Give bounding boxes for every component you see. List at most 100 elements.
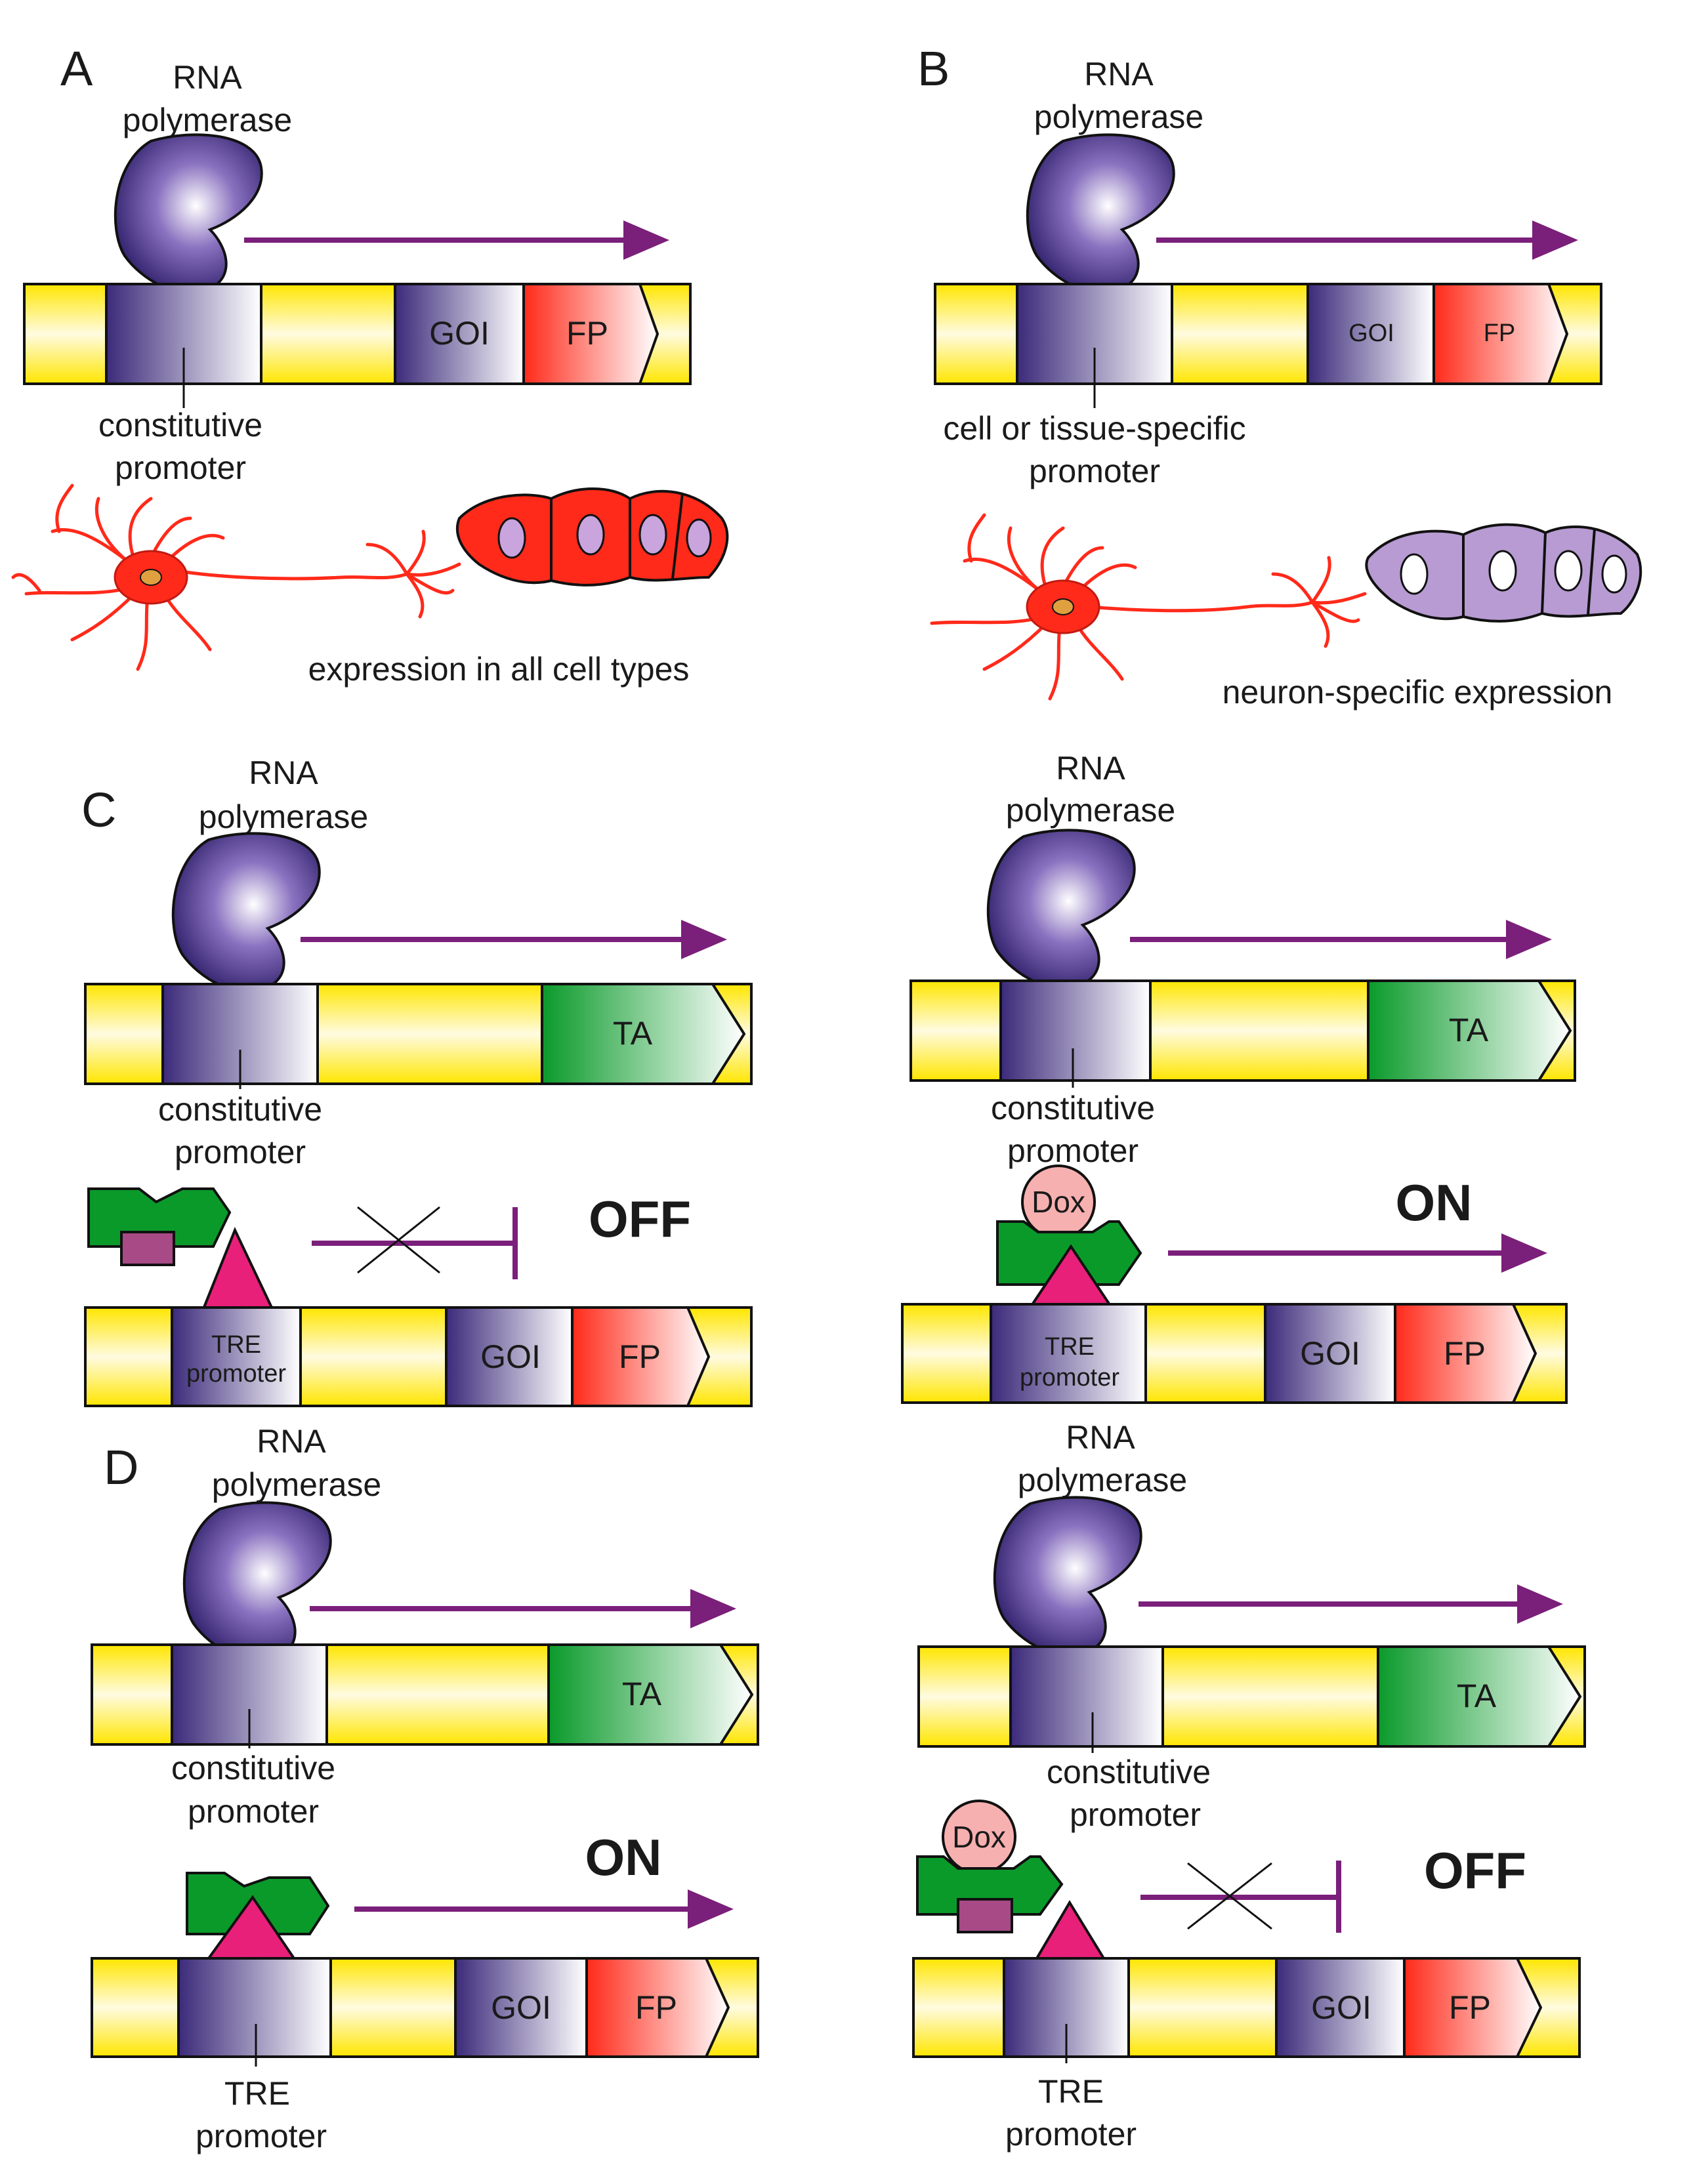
transcription-arrowhead — [1501, 1233, 1547, 1273]
fp-label: FP — [1484, 319, 1516, 347]
promoter-label: promoter — [175, 1134, 306, 1170]
fp-block — [585, 1957, 730, 2058]
goi-block — [1275, 1957, 1406, 2058]
rna-polymerase-label: polymerase — [212, 1466, 381, 1503]
tre-promoter-label: promoter — [196, 2118, 327, 2154]
tre-promoter-block — [990, 1303, 1147, 1404]
fp-block — [571, 1306, 711, 1407]
ta-block — [1367, 979, 1572, 1082]
fp-label: FP — [619, 1338, 661, 1375]
ta-block — [547, 1643, 754, 1746]
transcription-arrowhead — [1532, 220, 1578, 260]
promoter-label: promoter — [1029, 453, 1160, 489]
fp-label: FP — [635, 1989, 677, 2026]
blocked-cross — [1187, 1862, 1272, 1930]
goi-block — [1306, 283, 1435, 385]
promoter-label: promoter — [1007, 1132, 1139, 1169]
panel-a-letter: A — [60, 41, 93, 96]
rna-polymerase-shape — [986, 829, 1136, 989]
fp-block — [1394, 1303, 1537, 1404]
promoter-label: constitutive — [171, 1750, 335, 1786]
rna-polymerase-label: polymerase — [1018, 1462, 1187, 1498]
expression-caption: expression in all cell types — [308, 651, 690, 688]
promoter-label: promoter — [1070, 1796, 1201, 1833]
expression-caption: neuron-specific expression — [1223, 674, 1613, 711]
rna-polymerase-shape — [1026, 133, 1175, 294]
rna-polymerase-label: polymerase — [123, 102, 292, 138]
rna-polymerase-shape — [171, 832, 321, 993]
ta-construct: TA — [917, 1645, 1586, 1748]
dox-label: Dox — [952, 1820, 1006, 1854]
goi-label: GOI — [1348, 319, 1394, 347]
fp-block — [1432, 283, 1569, 385]
rna-polymerase-label: RNA — [1084, 56, 1154, 93]
goi-label: GOI — [491, 1989, 551, 2026]
blocked-cross — [357, 1206, 440, 1274]
state-off-label: OFF — [589, 1190, 691, 1248]
ta-construct: TA — [91, 1643, 759, 1746]
state-off-label: OFF — [1424, 1842, 1526, 1899]
rna-polymerase-shape — [993, 1496, 1142, 1657]
panel-a: A RNA polymerase GOI FP constitutive pro… — [11, 41, 729, 688]
goi-label: GOI — [1311, 1989, 1371, 2026]
transcription-arrowhead — [688, 1889, 734, 1929]
rna-polymerase-label: RNA — [1066, 1419, 1135, 1456]
promoter-label: promoter — [115, 449, 246, 486]
tta-binding-domain — [957, 1898, 1013, 1933]
promoter-label: constitutive — [1047, 1754, 1211, 1790]
rna-polymerase-label: polymerase — [1006, 792, 1175, 829]
dna-construct: GOI FP — [23, 283, 692, 385]
ta-construct: TA — [909, 979, 1576, 1082]
rna-polymerase-shape — [114, 133, 263, 294]
rna-polymerase-label: polymerase — [1034, 98, 1203, 135]
panel-c-left: C RNA polymerase TA constitutive promote… — [81, 754, 753, 1407]
fp-block — [522, 283, 659, 385]
transcription-arrowhead — [1517, 1584, 1563, 1624]
tre-promoter-label: TRE — [224, 2075, 290, 2112]
ta-block — [541, 983, 746, 1085]
panel-c-right: RNA polymerase TA constitutive promoter … — [901, 750, 1576, 1404]
tre-promoter-label: promoter — [186, 1360, 286, 1388]
fp-block — [1403, 1957, 1543, 2058]
rna-polymerase-label: RNA — [249, 754, 318, 791]
ta-label: TA — [1449, 1012, 1489, 1048]
rna-polymerase-label: polymerase — [199, 798, 368, 835]
ta-label: TA — [1457, 1678, 1497, 1714]
tre-promoter-label: TRE — [211, 1331, 261, 1359]
promoter-label: constitutive — [158, 1091, 322, 1128]
promoter-label: constitutive — [991, 1090, 1155, 1126]
tre-promoter-block — [177, 1957, 332, 2058]
ta-label: TA — [613, 1015, 653, 1052]
epithelial-cells-lavender — [1365, 523, 1642, 623]
goi-label: GOI — [480, 1338, 541, 1375]
tre-promoter-label: promoter — [1005, 2116, 1137, 2153]
rna-polymerase-label: RNA — [1056, 750, 1125, 787]
transcription-arrowhead — [623, 220, 669, 260]
dox-label: Dox — [1032, 1185, 1085, 1219]
neuron-red — [11, 484, 461, 671]
neuron-nucleus — [140, 569, 162, 586]
goi-label: GOI — [1300, 1335, 1360, 1372]
fp-label: FP — [566, 315, 608, 352]
promoter-block — [1009, 1645, 1164, 1748]
rna-polymerase-label: RNA — [257, 1423, 326, 1460]
rna-polymerase-label: RNA — [173, 59, 242, 96]
tta-binding-domain — [120, 1231, 175, 1266]
promoter-block — [999, 979, 1152, 1082]
transcription-arrowhead — [681, 920, 727, 959]
panel-d-left: D RNA polymerase TA constitutive promote… — [91, 1423, 759, 2154]
epithelial-cells-red — [455, 487, 729, 587]
panel-b-letter: B — [917, 41, 950, 96]
goi-label: GOI — [429, 315, 490, 352]
goi-block — [1264, 1303, 1396, 1404]
transcription-arrowhead — [690, 1589, 736, 1628]
promoter-label: constitutive — [98, 407, 262, 443]
panel-d-letter: D — [104, 1440, 138, 1494]
fp-label: FP — [1449, 1989, 1491, 2026]
goi-block — [445, 1306, 574, 1407]
promoter-label: promoter — [188, 1793, 319, 1830]
goi-block — [454, 1957, 588, 2058]
tre-promoter-block — [171, 1306, 302, 1407]
ta-block — [1377, 1645, 1582, 1748]
